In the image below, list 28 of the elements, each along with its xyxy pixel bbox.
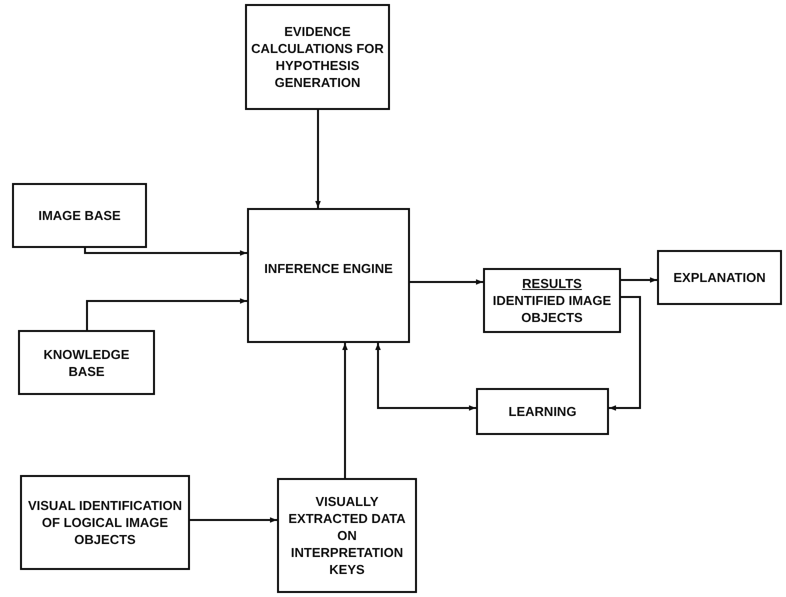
arrow — [84, 248, 247, 256]
arrow — [609, 296, 641, 411]
box-label: KNOWLEDGE BASE — [42, 346, 130, 380]
process-box — [247, 208, 410, 343]
box-label: IDENTIFIED IMAGE OBJECTS — [492, 292, 612, 326]
arrow — [190, 517, 277, 523]
box-label: EVIDENCE CALCULATIONS FOR HYPOTHESIS GENERATION — [251, 23, 384, 91]
process-box — [20, 475, 190, 570]
box-label: VISUAL IDENTIFICATION OF LOGICAL IMAGE OBJECTS — [26, 497, 184, 548]
arrow — [621, 277, 657, 283]
box-label: VISUALLY EXTRACTED DATA ON INTERPRETATION KEYS — [287, 493, 407, 578]
process-box — [657, 250, 782, 305]
process-box — [476, 388, 609, 435]
arrow — [375, 343, 476, 411]
box-heading: RESULTS — [522, 275, 582, 292]
box-label: INFERENCE ENGINE — [264, 260, 393, 277]
arrow — [86, 298, 247, 330]
arrow — [342, 343, 348, 478]
process-box — [483, 268, 621, 333]
process-box — [12, 183, 147, 248]
box-label: EXPLANATION — [673, 269, 766, 286]
process-box — [245, 4, 390, 110]
arrow — [315, 110, 321, 208]
box-label: IMAGE BASE — [38, 207, 121, 224]
process-box — [277, 478, 417, 593]
box-label: LEARNING — [508, 403, 576, 420]
arrow — [410, 279, 483, 285]
process-box — [18, 330, 155, 395]
